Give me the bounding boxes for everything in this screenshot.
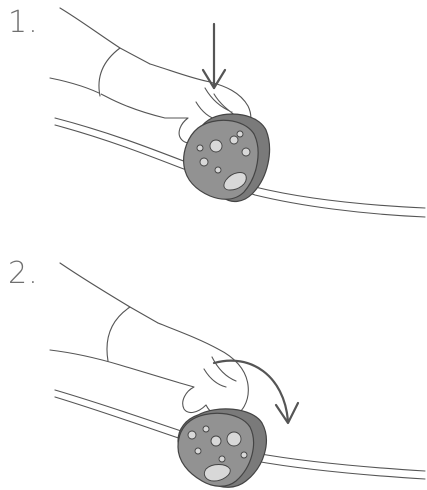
pulley-device [178, 409, 266, 487]
step-2-illustration [0, 245, 427, 490]
step-1-illustration [0, 0, 427, 245]
down-arrow-icon [203, 24, 225, 88]
arm-outline [50, 263, 248, 417]
step-2-panel: 2. [0, 245, 427, 490]
step-1-panel: 1. [0, 0, 427, 245]
